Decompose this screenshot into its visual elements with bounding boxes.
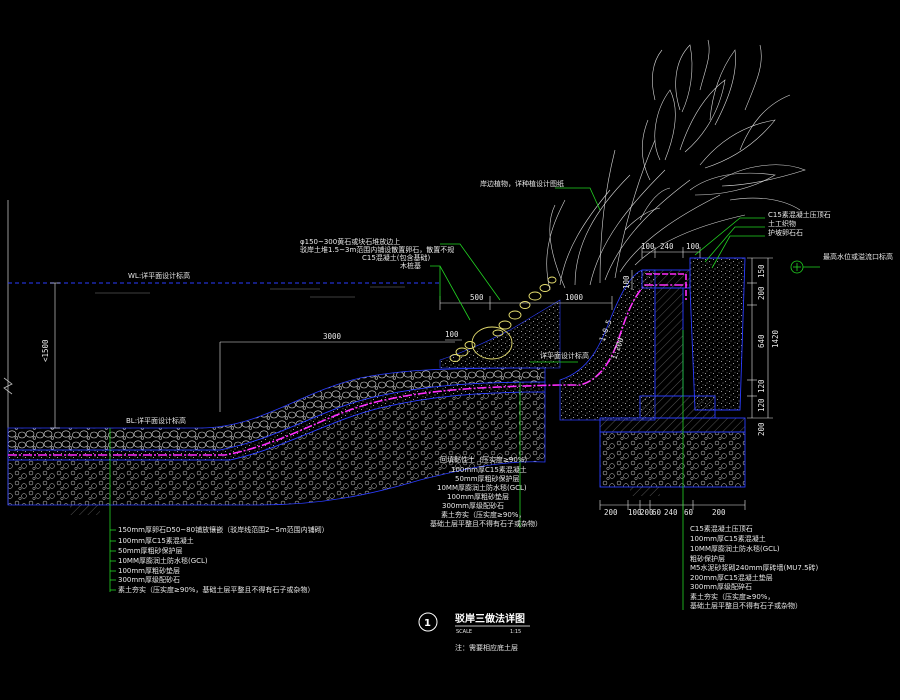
- boulder-note-2: 驳岸土堆1.5~3m范围内铺设散置卵石，散置不规: [300, 245, 454, 254]
- water-level-marker: [790, 260, 804, 274]
- dim-500: 500: [470, 293, 484, 302]
- left-layer-6: 素土夯实（压实度≥90%，基础土层平整且不得有石子或杂物）: [118, 585, 314, 594]
- leader-lines: [109, 187, 820, 610]
- boulder-note-1: φ150~300黄石或块石堆放边上: [300, 237, 400, 246]
- drawing-title: 驳岸三做法详图: [455, 612, 525, 625]
- left-layer-3: 10MM厚膨润土防水毯(GCL): [118, 556, 208, 565]
- center-layer-1: 100mm厚C15素混凝土: [451, 465, 527, 474]
- right-layer-3: 粗砂保护层: [690, 554, 725, 563]
- planting-note: 岸边植物，详种植设计图纸: [480, 179, 564, 188]
- boulder-note-3: C15混凝土(包含基础): [362, 253, 431, 262]
- dim-120-a: 120: [757, 379, 766, 393]
- bottom-dim-100: 100: [628, 508, 642, 517]
- left-layer-5: 300mm厚级配砂石: [118, 575, 180, 584]
- dim-200-bottom: 200: [757, 422, 766, 436]
- left-layer-list: 150mm厚卵石D50~80铺放镶嵌（驳岸线范围2~5m范围内铺砌） 100mm…: [118, 525, 329, 594]
- bottom-dim-240: 240: [664, 508, 678, 517]
- deck-elevation-label: 详平面设计标高: [540, 351, 589, 360]
- dim-200-top: 200: [757, 286, 766, 300]
- center-layer-0: 回填黏性土（压实度≥90%）: [440, 455, 531, 464]
- title-number: 1: [424, 618, 431, 629]
- bottom-dim-200-a: 200: [604, 508, 618, 517]
- bottom-dim-200-b: 200: [640, 508, 654, 517]
- subsoil-hatch-left: [70, 505, 100, 515]
- bottom-dim-200-c: 200: [712, 508, 726, 517]
- right-note-2: 土工织物: [768, 219, 796, 228]
- right-layer-6: 300mm厚级配碎石: [690, 582, 752, 591]
- center-layer-5: 300mm厚级配砂石: [442, 501, 504, 510]
- title-block: 1 驳岸三做法详图 SCALE 1:15 注：需要相应底土层: [418, 612, 530, 652]
- dim-100-top-right: 100: [686, 242, 700, 251]
- right-layer-7: 素土夯实（压实度≥90%，: [690, 592, 774, 601]
- right-layer-8: 基础土层平整且不得有石子或杂物）: [690, 601, 802, 610]
- dim-640: 640: [757, 334, 766, 348]
- drawing-note: 注：需要相应底土层: [455, 643, 518, 652]
- bottom-dimension-row: 200 100 200 60 240 60 200: [604, 508, 726, 517]
- dim-240-top: 240: [660, 242, 674, 251]
- scale-value: 1:15: [510, 629, 521, 635]
- center-layer-4: 100mm厚粗砂垫层: [447, 492, 509, 501]
- dim-100-boulder: 100: [445, 330, 459, 339]
- left-layer-4: 100mm厚粗砂垫层: [118, 566, 180, 575]
- left-layer-2: 50mm厚粗砂保护层: [118, 546, 183, 555]
- center-layer-7: 基础土层平整且不得有石子或杂物）: [430, 519, 542, 528]
- center-layer-6: 素土夯实（压实度≥90%，: [441, 510, 525, 519]
- scale-label: SCALE: [456, 629, 472, 635]
- water-ripples: [95, 286, 405, 298]
- dim-3000: 3000: [323, 332, 342, 341]
- bottom-dim-60-b: 60: [684, 508, 694, 517]
- break-mark: [3, 377, 13, 395]
- right-layer-1: 100mm厚C15素混凝土: [690, 534, 766, 543]
- depth-dimension: <1500: [41, 339, 50, 362]
- right-layer-5: 200mm厚C15混凝土垫层: [690, 573, 773, 582]
- cap-membrane: [646, 273, 687, 300]
- center-layer-list: 回填黏性土（压实度≥90%） 100mm厚C15素混凝土 50mm厚粗砂保护层 …: [430, 455, 542, 528]
- bl-label: BL:详平面设计标高: [126, 416, 186, 425]
- boulder-note-4: 木桩基: [400, 261, 421, 270]
- dimension-lines: [50, 247, 773, 510]
- wl-label: WL:详平面设计标高: [128, 271, 190, 280]
- right-layer-2: 10MM厚膨润土防水毯(GCL): [690, 544, 780, 553]
- left-layer-0: 150mm厚卵石D50~80铺放镶嵌（驳岸线范围2~5m范围内铺砌）: [118, 525, 329, 534]
- dim-120-b: 120: [757, 398, 766, 412]
- center-layer-2: 50mm厚粗砂保护层: [455, 474, 520, 483]
- dim-100-top-left: 100: [641, 242, 655, 251]
- title-number-circle: [418, 612, 438, 632]
- left-layer-1: 100mm厚C15素混凝土: [118, 536, 194, 545]
- dim-1420: 1420: [771, 329, 780, 348]
- plant-sketch: [546, 39, 806, 291]
- dim-1000: 1000: [565, 293, 584, 302]
- bottom-dim-60-a: 60: [652, 508, 662, 517]
- right-note-1: C15素混凝土压顶石: [768, 210, 831, 219]
- right-layer-4: M5水泥砂浆砌240mm厚砖墙(MU7.5砖): [690, 563, 819, 572]
- water-line-note: 最高水位或溢流口标高: [823, 252, 893, 261]
- right-layer-list: C15素混凝土压顶石 100mm厚C15素混凝土 10MM厚膨润土防水毯(GCL…: [690, 524, 819, 610]
- center-layer-3: 10MM厚膨润土防水毯(GCL): [437, 483, 527, 492]
- pond-bed-layers: [7, 367, 546, 506]
- dim-100-cap: 100: [622, 275, 631, 289]
- retaining-wall: [599, 257, 746, 496]
- dim-150: 150: [757, 264, 766, 278]
- right-note-3: 护坡卵石石: [768, 228, 803, 237]
- right-layer-0: C15素混凝土压顶石: [690, 524, 753, 533]
